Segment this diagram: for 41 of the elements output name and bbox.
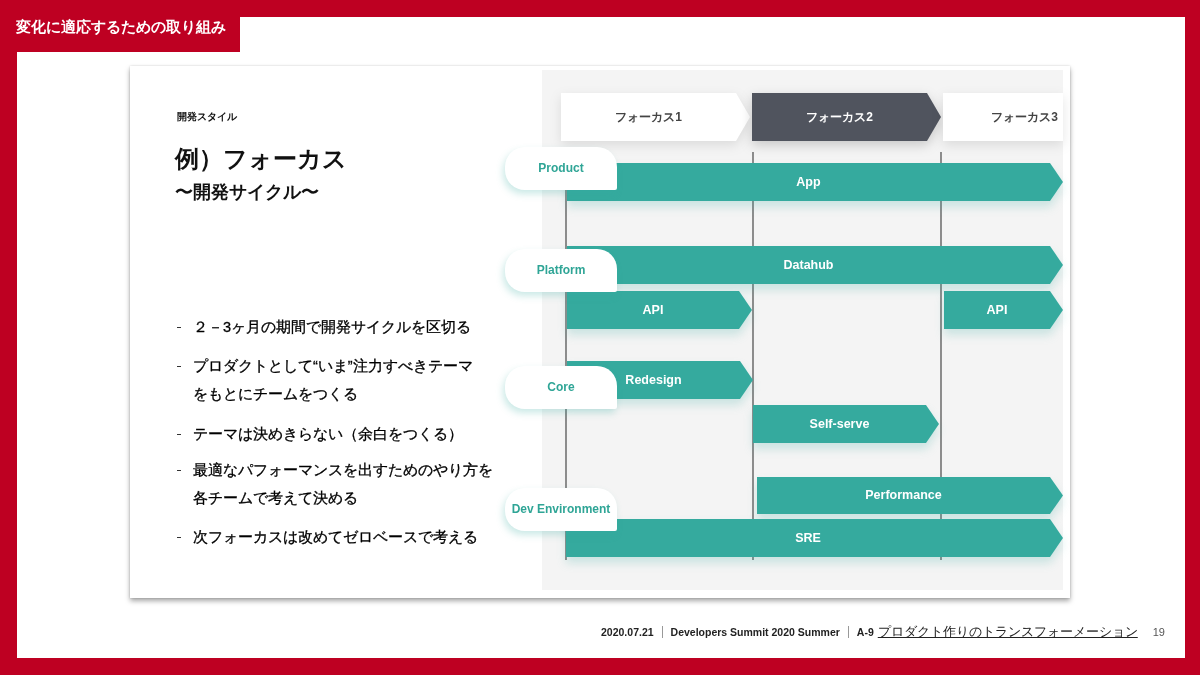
team-speech-bubble [505, 366, 617, 409]
phase-header-tab [561, 93, 750, 141]
session-code: A-9 [856, 625, 874, 640]
task-label: API [642, 302, 664, 318]
bullet-text: テーマは決めきらない（余白をつくる） [193, 425, 464, 444]
task-arrow-bar [944, 291, 1063, 329]
task-label: API [986, 302, 1008, 318]
task-label: SRE [795, 530, 821, 546]
session-title-link: プロダクト作りのトランスフォーメーション [877, 624, 1138, 640]
bullet-text: ２－3ヶ月の期間で開発サイクルを区切る [193, 318, 473, 337]
slide-heading: 例）フォーカス [175, 144, 347, 174]
task-label: App [796, 174, 821, 190]
bullet-text: 最適なパフォーマンスを出すためのやり方を各チームで考えて決める [193, 461, 494, 508]
bullet-text: 次フォーカスは改めてゼロベースで考える [193, 528, 479, 547]
phase-label: フォーカス3 [991, 109, 1058, 125]
slide-subtitle: 〜開発サイクル〜 [175, 181, 319, 204]
team-label: Platform [536, 263, 586, 278]
task-arrow-bar [757, 477, 1063, 514]
team-speech-bubble [505, 249, 617, 292]
phase-label: フォーカス1 [615, 109, 682, 125]
task-label: Redesign [625, 372, 682, 388]
phase-header-tab [943, 93, 1063, 141]
phase-header-tab [752, 93, 941, 141]
phase-label: フォーカス2 [806, 109, 873, 125]
bullet-text: プロダクトとして“いま”注力すべきテーマをもとにチームをつくる [193, 357, 474, 404]
event-name: Developers Summit 2020 Summer [670, 625, 840, 640]
page-title: 変化に適応するための取り組み [16, 18, 226, 37]
team-speech-bubble [505, 488, 617, 531]
task-arrow-bar [566, 519, 1063, 557]
task-label: Performance [865, 488, 942, 503]
task-arrow-bar [753, 405, 939, 443]
team-label: Core [547, 380, 575, 395]
task-label: Self-serve [809, 416, 870, 432]
date-text: 2020.07.21 [601, 625, 654, 640]
team-label: Dev Environment [511, 502, 611, 517]
team-label: Product [538, 161, 584, 176]
task-label: Datahub [783, 257, 834, 273]
page-number: 19 [1152, 625, 1165, 640]
task-arrow-bar [567, 291, 752, 329]
team-speech-bubble [505, 147, 617, 190]
section-label: 開発スタイル [177, 110, 237, 124]
